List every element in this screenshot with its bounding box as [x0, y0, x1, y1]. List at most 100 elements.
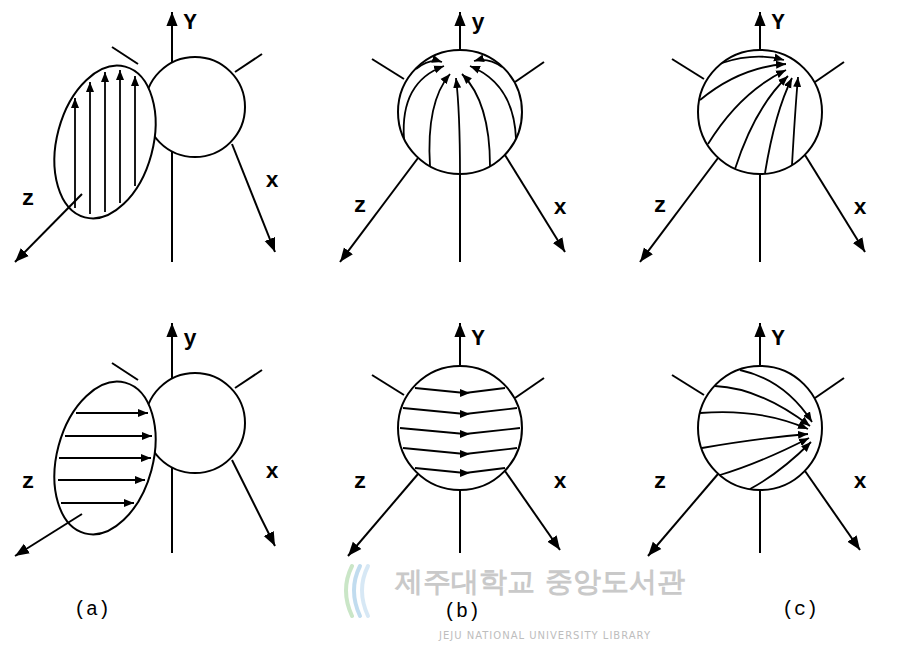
panel-label: (b) [444, 602, 480, 622]
figure-stroke [89, 82, 91, 214]
figure-stroke [235, 370, 262, 388]
panel-a-bottom [15, 323, 275, 556]
figure-stroke [429, 74, 450, 166]
axis-label: Y [771, 13, 784, 35]
figure-stroke [362, 566, 368, 616]
figure-stroke [459, 12, 461, 50]
figure-stroke [759, 174, 761, 262]
figure-stroke [171, 12, 173, 63]
figure-stroke [459, 323, 461, 366]
axis-label: x [265, 171, 278, 193]
axis-label: z [653, 196, 666, 218]
axis-label: Y [183, 13, 196, 35]
figure-stroke [700, 370, 812, 489]
figure-stroke [515, 62, 544, 82]
figure-stroke [134, 76, 136, 186]
figure-stroke [459, 174, 461, 262]
figure-stroke [403, 408, 517, 414]
figure-stroke [470, 66, 516, 139]
figure-stroke [416, 61, 442, 69]
figure-stroke [372, 375, 404, 395]
figure-stroke [456, 78, 460, 174]
figure-stroke [112, 363, 138, 380]
figure-stroke [722, 57, 784, 63]
watermark: JEJU NATIONAL UNIVERSITY LIBRARY [439, 631, 651, 641]
figure-stroke [235, 54, 262, 72]
figure-stroke [58, 479, 145, 481]
figure-stroke [398, 366, 522, 490]
panel-b-bottom [348, 323, 560, 556]
figure-stroke [759, 12, 761, 50]
figure-stroke [672, 375, 704, 395]
figure-stroke [232, 144, 275, 252]
figure-stroke [398, 50, 522, 174]
figure-stroke [58, 413, 152, 503]
figure-stroke [415, 468, 505, 473]
figure-stroke [698, 366, 822, 490]
figure-stroke [171, 467, 173, 553]
watermark: 제주대학교 중앙도서관 [395, 568, 685, 596]
figure-stroke [65, 435, 152, 437]
panel-c-bottom [648, 323, 860, 556]
figure-stroke [171, 151, 173, 262]
axis-label: x [853, 472, 866, 494]
figure-stroke [171, 323, 173, 379]
figure-stroke [400, 388, 520, 473]
figure-stroke [404, 66, 444, 139]
figure-stroke [700, 64, 786, 100]
panel-c-top [640, 12, 865, 262]
figure-stroke [708, 70, 786, 144]
figure-stroke [462, 74, 490, 166]
figure-stroke [74, 98, 76, 208]
figure-stroke [740, 370, 812, 422]
watermark-logo [346, 566, 368, 616]
figure-stroke [340, 158, 418, 262]
figure-stroke [815, 62, 844, 82]
figure-stroke [61, 502, 134, 504]
figure-stroke [59, 457, 151, 459]
axis-label: z [653, 472, 666, 494]
axis-label: Y [471, 329, 484, 351]
figure-stroke [38, 54, 171, 230]
figure-stroke [145, 373, 245, 473]
figure-stroke [698, 50, 822, 174]
figure-stroke [119, 70, 121, 203]
figure-stroke [815, 378, 844, 398]
panel-a-top [15, 12, 275, 262]
figure-stroke [474, 60, 502, 67]
panel-b-top [340, 12, 565, 262]
figure-stroke [759, 323, 761, 366]
figure-stroke [700, 57, 798, 173]
axis-label: y [471, 13, 484, 35]
figure-stroke [459, 490, 461, 553]
axis-label: z [353, 196, 366, 218]
figure-stroke [112, 47, 138, 64]
figure-stroke [700, 412, 808, 429]
figure-stroke [76, 412, 148, 414]
axis-label: x [553, 198, 566, 220]
figure-stroke [415, 388, 505, 393]
panel-label: (c) [782, 600, 818, 620]
figure-stroke [735, 76, 788, 169]
figure-stroke [750, 442, 811, 489]
figure-stroke [145, 57, 245, 157]
axis-label: z [353, 472, 366, 494]
axis-label: x [853, 198, 866, 220]
panel-label: (a) [74, 600, 110, 620]
figure-stroke [372, 59, 404, 79]
figure-stroke [792, 77, 798, 165]
figure-stroke [38, 370, 171, 546]
figure-stroke [805, 471, 860, 550]
figure-stroke [15, 514, 82, 556]
axis-label: z [21, 472, 34, 494]
figure-stroke [505, 471, 560, 550]
figure-stroke [715, 386, 810, 426]
figure-stroke [640, 158, 718, 262]
axis-label: z [21, 189, 34, 211]
figure-stroke [672, 59, 704, 79]
figure-stroke [104, 72, 106, 212]
axis-label: x [265, 462, 278, 484]
figure-stroke [354, 566, 360, 616]
